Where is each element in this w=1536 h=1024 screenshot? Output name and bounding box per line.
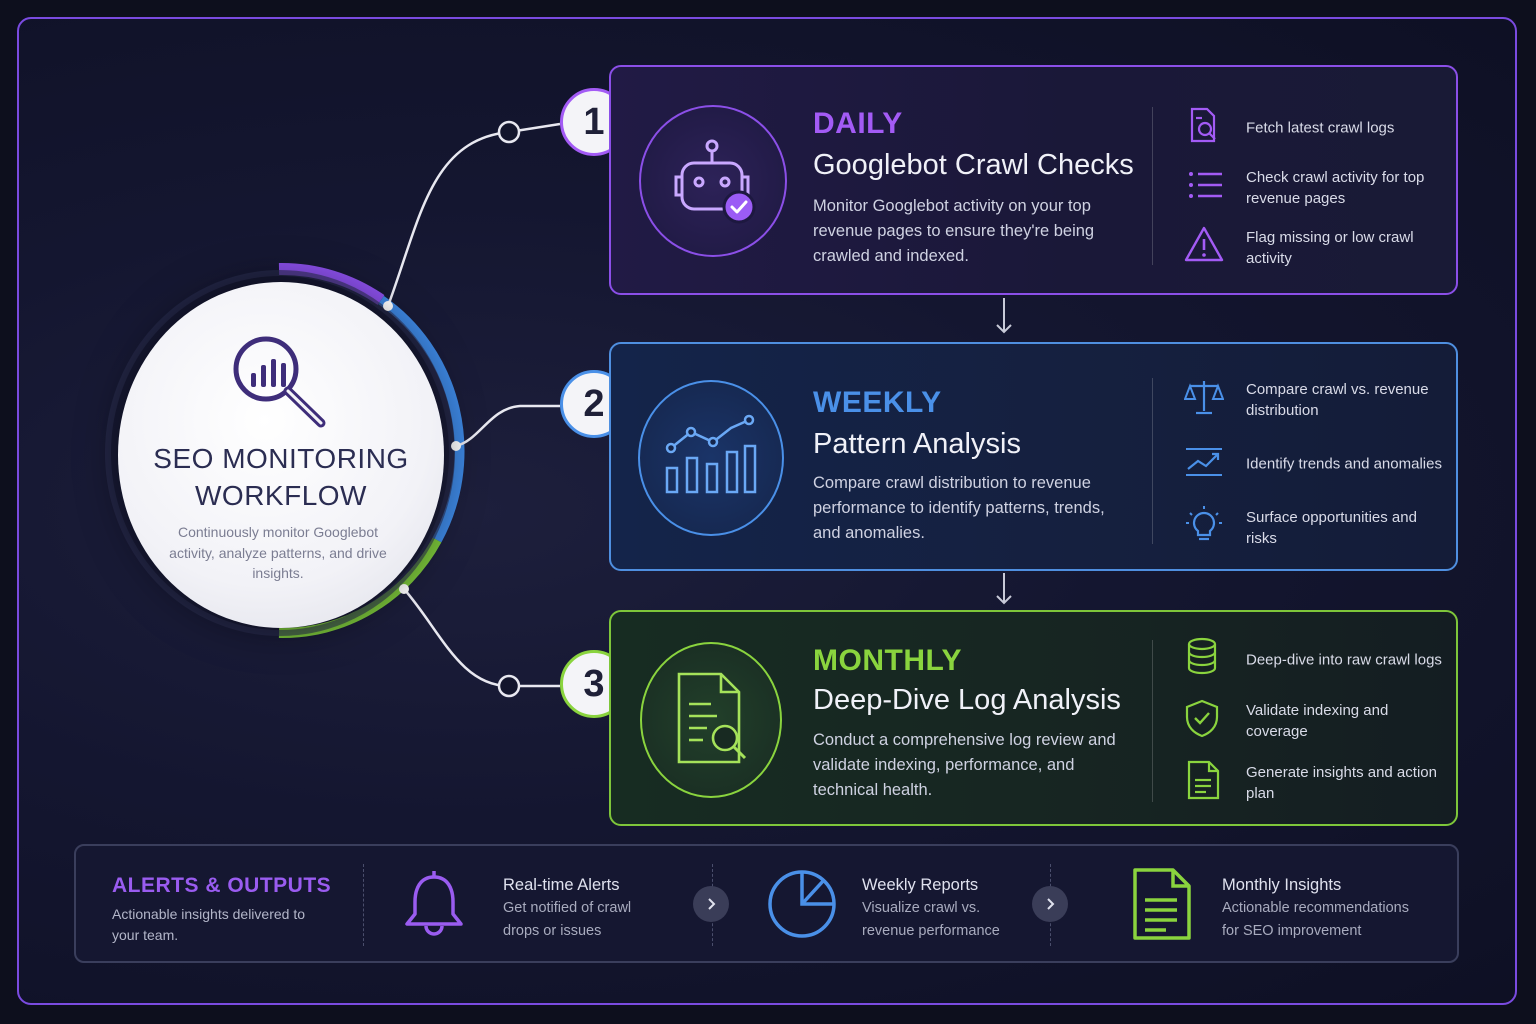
output-description: Actionable recommendations for SEO impro… bbox=[1222, 900, 1409, 939]
warning-icon bbox=[1184, 226, 1224, 262]
task-item: Flag missing or low crawl activity bbox=[1184, 225, 1454, 271]
alerts-subtitle: Actionable insights delivered to your te… bbox=[112, 906, 306, 943]
chevron-right-icon bbox=[1032, 886, 1068, 922]
pie-chart-icon bbox=[768, 870, 836, 938]
report-document-icon bbox=[1133, 868, 1191, 940]
hub-description: Continuously monitor Googlebot activity,… bbox=[169, 524, 387, 581]
stage-card-daily: DAILY Googlebot Crawl Checks Monitor Goo… bbox=[609, 65, 1458, 295]
hub-ring-purple bbox=[278, 262, 385, 305]
task-label: Generate insights and action plan bbox=[1246, 764, 1437, 802]
task-label: Validate indexing and coverage bbox=[1246, 702, 1389, 740]
stage-description: Conduct a comprehensive log review and v… bbox=[813, 731, 1116, 799]
task-label: Identify trends and anomalies bbox=[1246, 455, 1442, 473]
divider bbox=[363, 864, 364, 946]
task-item: Fetch latest crawl logs bbox=[1184, 105, 1454, 151]
chevron-right-icon bbox=[693, 886, 729, 922]
stage-description: Compare crawl distribution to revenue pe… bbox=[813, 474, 1105, 542]
stage-frequency: DAILY bbox=[813, 107, 903, 140]
list-icon bbox=[1189, 172, 1222, 198]
task-label: Surface opportunities and risks bbox=[1246, 509, 1417, 547]
stage-frequency: MONTHLY bbox=[813, 644, 963, 677]
task-item: Validate indexing and coverage bbox=[1184, 698, 1454, 744]
alerts-title: ALERTS & OUTPUTS bbox=[112, 874, 332, 897]
down-arrow-icon bbox=[996, 298, 1012, 334]
task-item: Identify trends and anomalies bbox=[1184, 441, 1454, 487]
stage-title: Deep-Dive Log Analysis bbox=[813, 684, 1121, 716]
stage-frequency: WEEKLY bbox=[813, 386, 942, 419]
task-item: Surface opportunities and risks bbox=[1184, 505, 1454, 551]
task-item: Compare crawl vs. revenue distribution bbox=[1184, 377, 1454, 423]
stage-card-monthly: MONTHLY Deep-Dive Log Analysis Conduct a… bbox=[609, 610, 1458, 826]
log-document-search-icon bbox=[677, 672, 747, 764]
lightbulb-icon bbox=[1186, 506, 1222, 541]
card-divider bbox=[1152, 640, 1153, 802]
chart-magnifier-icon bbox=[233, 336, 326, 428]
task-label: Fetch latest crawl logs bbox=[1246, 119, 1395, 137]
task-item: Generate insights and action plan bbox=[1184, 760, 1454, 806]
hub-ring-blue bbox=[378, 295, 465, 543]
hub-circle bbox=[118, 282, 444, 628]
stage-card-weekly: WEEKLY Pattern Analysis Compare crawl di… bbox=[609, 342, 1458, 571]
task-label: Flag missing or low crawl activity bbox=[1246, 229, 1414, 267]
stage-description: Monitor Googlebot activity on your top r… bbox=[813, 197, 1095, 265]
output-title: Real-time Alerts bbox=[503, 876, 620, 894]
database-icon bbox=[1187, 637, 1217, 675]
bell-icon bbox=[405, 871, 463, 936]
scales-icon bbox=[1184, 381, 1224, 415]
card-divider bbox=[1152, 107, 1153, 265]
stage-icon-circle bbox=[639, 105, 787, 257]
task-label: Deep-dive into raw crawl logs bbox=[1246, 651, 1442, 669]
card-divider bbox=[1152, 378, 1153, 544]
task-item: Check crawl activity for top revenue pag… bbox=[1184, 165, 1454, 211]
document-icon bbox=[1187, 760, 1220, 800]
alerts-outputs-panel: ALERTS & OUTPUTS Actionable insights del… bbox=[74, 844, 1459, 963]
chart-trend-icon bbox=[665, 414, 757, 494]
shield-check-icon bbox=[1185, 699, 1219, 738]
robot-check-icon bbox=[674, 139, 756, 224]
output-description: Get notified of crawl drops or issues bbox=[503, 900, 632, 939]
stage-title: Googlebot Crawl Checks bbox=[813, 149, 1134, 181]
stage-title: Pattern Analysis bbox=[813, 428, 1021, 460]
output-description: Visualize crawl vs. revenue performance bbox=[862, 900, 1000, 939]
down-arrow-icon bbox=[996, 573, 1012, 605]
output-title: Monthly Insights bbox=[1222, 876, 1342, 894]
hub-title: SEO MONITORING WORKFLOW bbox=[153, 443, 409, 511]
stage-icon-circle bbox=[640, 642, 782, 798]
trend-line-icon bbox=[1186, 448, 1222, 476]
output-title: Weekly Reports bbox=[862, 876, 979, 894]
task-label: Check crawl activity for top revenue pag… bbox=[1246, 169, 1425, 207]
task-label: Compare crawl vs. revenue distribution bbox=[1246, 381, 1429, 419]
task-item: Deep-dive into raw crawl logs bbox=[1184, 637, 1454, 683]
document-search-icon bbox=[1190, 107, 1216, 143]
stage-icon-circle bbox=[638, 380, 784, 536]
